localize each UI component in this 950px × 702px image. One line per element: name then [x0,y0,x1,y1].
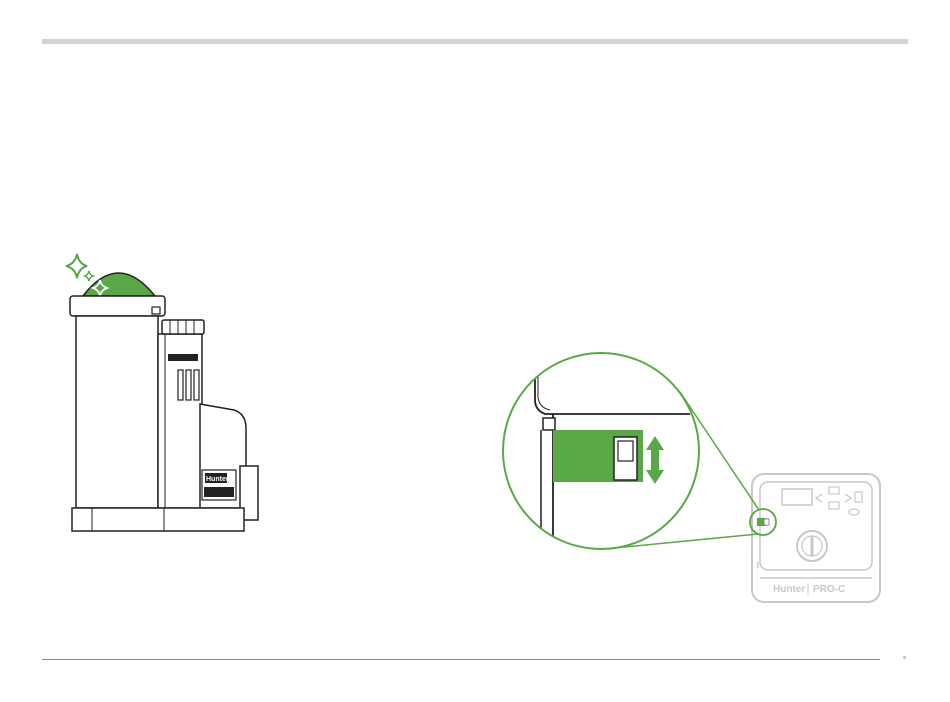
ghost-display [782,489,812,505]
model-label: PRO-C [813,584,845,595]
ghost-controller [752,474,880,602]
hunter-logo-right: Hunter [773,584,805,595]
footer-dot [903,656,906,659]
footer-rule [42,659,880,660]
